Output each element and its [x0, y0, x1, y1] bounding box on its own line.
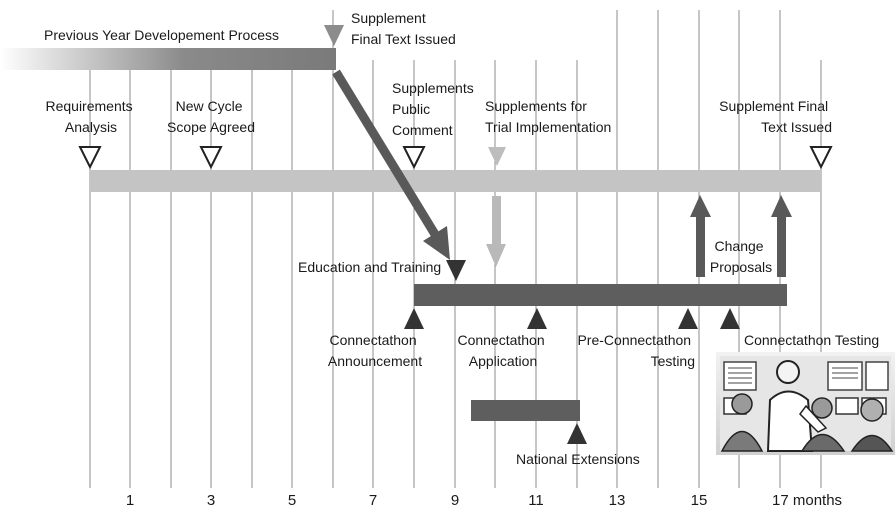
tick-label: 9: [451, 492, 459, 509]
pre-connectathon-marker: [678, 308, 698, 329]
public-comment-marker: [402, 146, 426, 170]
tick-label: 7: [369, 492, 377, 509]
education-training-marker: [446, 260, 466, 281]
tick-label: 11: [528, 492, 544, 509]
trial-arrow-head: [486, 244, 506, 267]
axis-labels: 1 3 5 7 9 11 13 15 17 months: [126, 492, 842, 509]
previous-year-bar: [0, 48, 336, 70]
new-cycle-marker: [199, 146, 223, 170]
change-proposals-label: Change Proposals: [710, 238, 772, 275]
application-marker: [527, 308, 547, 329]
change-arrow-left-head: [690, 195, 711, 217]
supplement-final-marker: [809, 146, 833, 170]
change-arrow-left-shaft: [696, 215, 705, 277]
connectathon-photo: [716, 352, 895, 455]
connectathon-testing-marker: [720, 308, 740, 329]
supplement-top-marker: [324, 25, 344, 46]
tick-label: 15: [691, 492, 708, 509]
tick-label: 3: [207, 492, 215, 509]
education-training-label: Education and Training: [298, 259, 441, 275]
supplement-final-label: Supplement Final Text Issued: [719, 98, 832, 135]
national-extensions-bar: [471, 400, 580, 421]
supplement-top-label: Supplement Final Text Issued: [351, 10, 456, 47]
national-extensions-label: National Extensions: [516, 451, 640, 467]
requirements-marker: [78, 146, 102, 170]
new-cycle-label: New Cycle Scope Agreed: [167, 98, 255, 135]
diagonal-arrow-head: [423, 226, 450, 260]
trial-implementation-marker: [488, 147, 506, 166]
announcement-label: Connectathon Announcement: [328, 332, 422, 369]
national-extensions-marker: [567, 423, 587, 444]
tick-label: 5: [288, 492, 296, 509]
trial-implementation-label: Supplements for Trial Implementation: [485, 98, 611, 135]
change-arrow-right-shaft: [777, 215, 786, 277]
trial-arrow-shaft: [492, 196, 501, 246]
requirements-label: Requirements Analysis: [45, 98, 136, 135]
pre-connectathon-label: Pre-Connectathon Testing: [577, 332, 695, 369]
tick-label: 1: [126, 492, 134, 509]
connectathon-bar: [414, 284, 787, 306]
connectathon-testing-label: Connectathon Testing: [744, 332, 879, 348]
previous-year-label: Previous Year Developement Process: [44, 27, 279, 43]
tick-label: 13: [609, 492, 626, 509]
public-comment-label: Supplements Public Comment: [392, 80, 478, 138]
announcement-marker: [404, 308, 424, 329]
main-cycle-bar: [90, 170, 821, 192]
tick-label-months: 17 months: [772, 492, 842, 509]
application-label: Connectathon Application: [457, 332, 548, 369]
diagonal-arrow-shaft: [332, 69, 440, 239]
change-arrow-right-head: [771, 195, 792, 217]
